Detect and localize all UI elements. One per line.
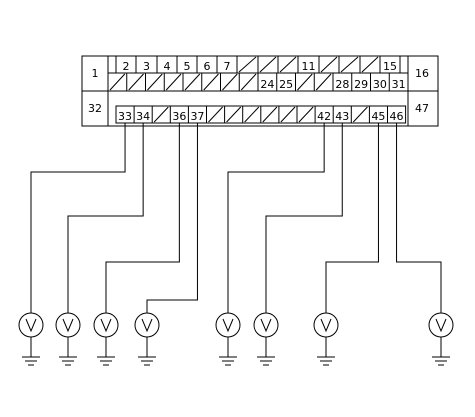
wires (30, 123, 442, 313)
bottom-row-empty-slot (298, 106, 314, 123)
bottom-row-pin-label: 45 (371, 110, 385, 123)
wire-pin-43 (265, 123, 343, 313)
top-row-empty-slot (340, 56, 359, 73)
ground-icon (432, 337, 450, 366)
middle-row-pin-label: 29 (354, 78, 368, 91)
bottom-row-pin-label: 42 (317, 110, 331, 123)
voltmeter-icon (18, 312, 44, 338)
voltmeter-icon (55, 312, 81, 338)
pin-16-label: 16 (415, 67, 429, 80)
bottom-row-empty-slot (352, 106, 368, 123)
middle-row-pin-label: 25 (279, 78, 293, 91)
bottom-row-empty-slot (244, 106, 260, 123)
middle-row-empty-slot (165, 73, 182, 91)
bottom-row-empty-slot (226, 106, 242, 123)
top-row-pin-label: 6 (204, 60, 211, 73)
voltmeters (18, 312, 454, 366)
bottom-row-pin-label: 37 (190, 110, 204, 123)
bottom-row-pin-label: 36 (172, 110, 186, 123)
ground-icon (97, 337, 115, 366)
ground-icon (317, 337, 335, 366)
wire-pin-34 (67, 123, 144, 313)
middle-row-empty-slot (240, 73, 257, 91)
pin-47-label: 47 (415, 102, 429, 115)
bottom-row-pin-label: 43 (335, 110, 349, 123)
ground-icon (138, 337, 156, 366)
bottom-row-pin-label: 46 (390, 110, 404, 123)
middle-row-empty-slot (109, 73, 126, 91)
voltmeter-icon (313, 312, 339, 338)
wire-pin-37 (146, 123, 198, 313)
middle-row-pin-label: 30 (373, 78, 387, 91)
wire-pin-33 (30, 123, 126, 313)
top-row-empty-slot (361, 56, 379, 73)
middle-row-empty-slot (184, 73, 201, 91)
ground-icon (219, 337, 237, 366)
middle-row-empty-slot (222, 73, 238, 91)
bottom-row-empty-slot (262, 106, 278, 123)
middle-row-empty-slot (315, 73, 332, 91)
voltmeter-icon (428, 312, 454, 338)
wire-pin-36 (105, 123, 180, 313)
ground-icon (59, 337, 77, 366)
top-row-empty-slot (238, 56, 257, 73)
middle-row-pin-label: 31 (392, 78, 406, 91)
pin-1-label: 1 (92, 67, 99, 80)
middle-row-empty-slot (128, 73, 144, 91)
wire-pin-46 (396, 123, 442, 313)
top-row-pin-label: 7 (224, 60, 231, 73)
connector-middle-row: 24 25 28 29 30 31 (107, 72, 409, 92)
bottom-row-empty-slot (153, 106, 169, 123)
connector-bottom-row: 33 34 36 37 42 43 45 46 (115, 105, 407, 124)
top-row-pin-label: 2 (123, 60, 130, 73)
top-row-pin-label: 3 (143, 60, 150, 73)
wire-pin-42 (227, 123, 325, 313)
bottom-row-empty-slot (208, 106, 223, 123)
top-row-pin-label: 4 (164, 60, 171, 73)
wire-pin-45 (325, 123, 379, 313)
voltmeter-icon (93, 312, 119, 338)
voltmeter-icon (215, 312, 241, 338)
top-row-empty-slot (320, 56, 338, 73)
middle-row-pin-label: 24 (260, 78, 274, 91)
middle-row-empty-slot (203, 73, 219, 91)
middle-row-pin-label: 28 (335, 78, 349, 91)
top-row-empty-slot (279, 56, 297, 73)
top-row-pin-label: 5 (184, 60, 191, 73)
bottom-row-empty-slot (280, 106, 296, 123)
ground-icon (22, 337, 40, 366)
voltmeter-icon (134, 312, 160, 338)
middle-row-empty-slot (147, 73, 163, 91)
voltmeter-icon (253, 312, 279, 338)
bottom-row-pin-label: 34 (136, 110, 150, 123)
ground-icon (257, 337, 275, 366)
bottom-row-pin-label: 33 (118, 110, 132, 123)
top-row-empty-slot (259, 56, 277, 73)
top-row-pin-label: 15 (383, 60, 397, 73)
pin-32-label: 32 (88, 102, 102, 115)
top-row-pin-label: 11 (302, 60, 316, 73)
middle-row-empty-slot (297, 73, 313, 91)
